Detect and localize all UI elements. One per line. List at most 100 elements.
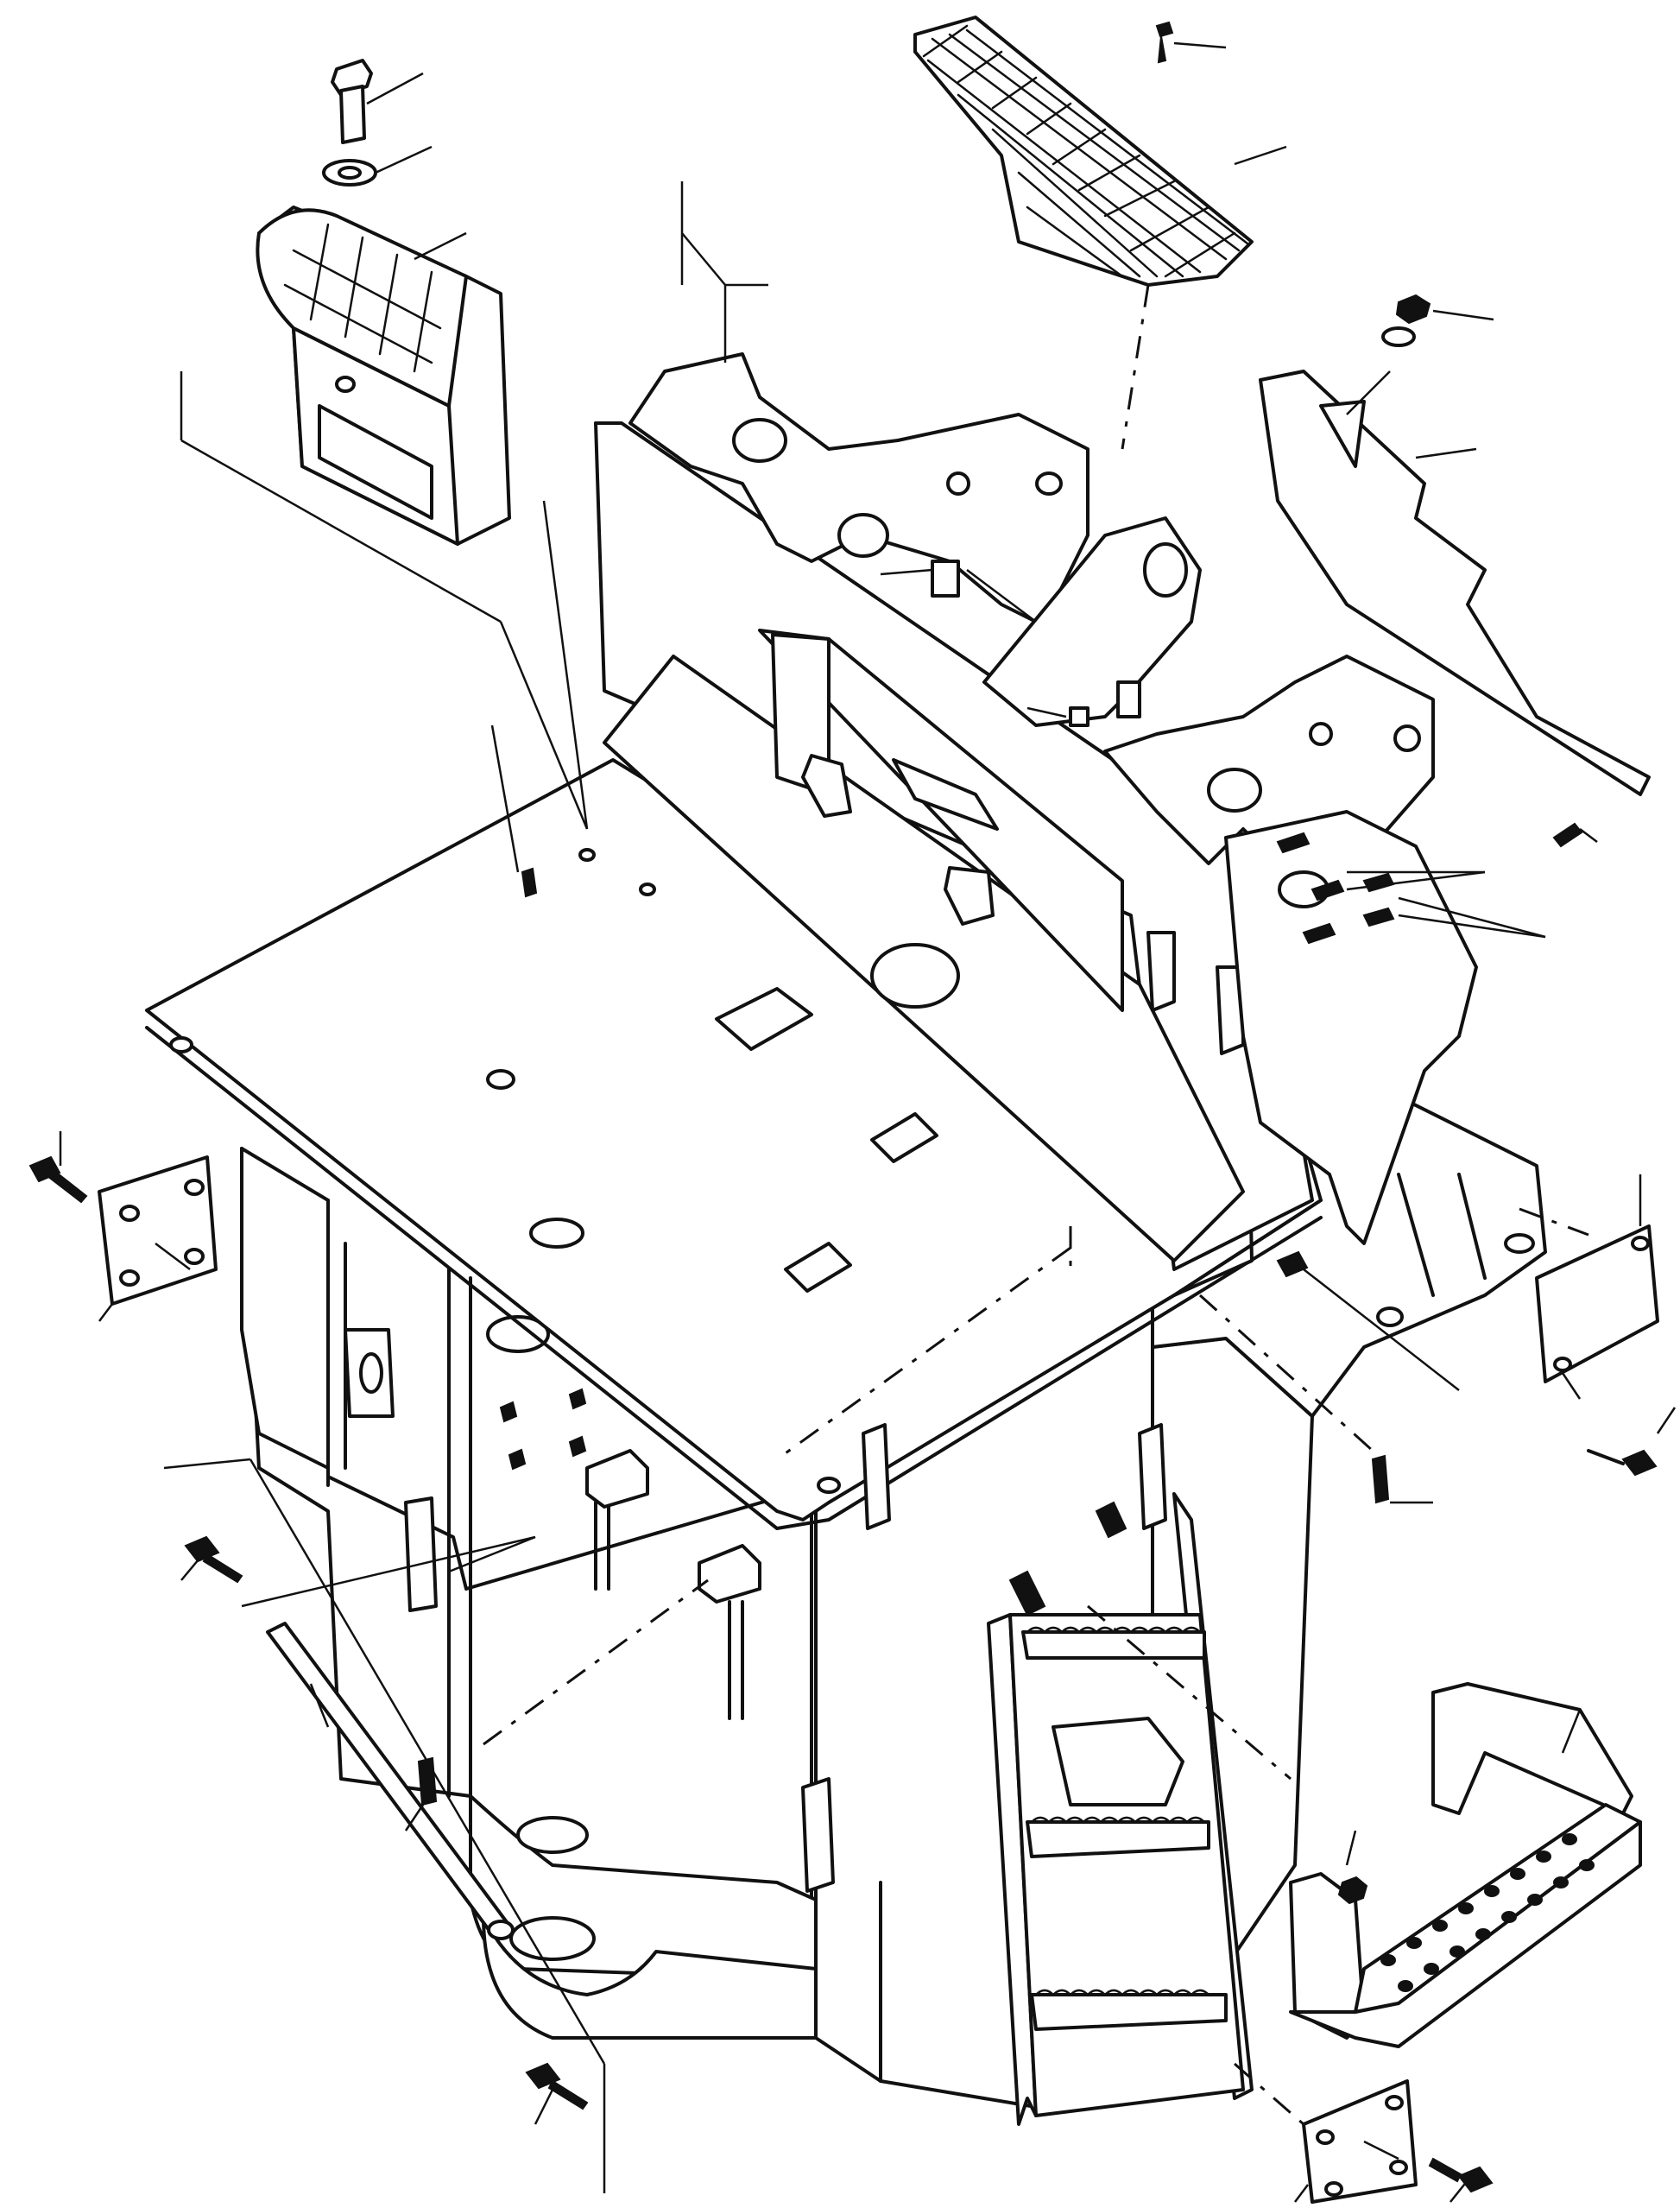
left-cover-assembly [28,1131,218,1322]
leader-grating [1234,145,1287,166]
leader-hood-bracket [414,231,467,261]
leader-bottom-cover [1294,2184,1309,2203]
leader-block [880,568,933,576]
lower-frame-dash [483,1578,709,1746]
bulkhead-clip-2 [944,866,995,926]
right-plate-dash [1519,1207,1589,1237]
hood-bracket-box [318,404,433,520]
leader-foot-nut [1345,1830,1357,1866]
deck-slot-3 [784,1242,852,1293]
deck-stud [521,867,538,898]
bottom-cover-hole-2 [1385,2095,1404,2110]
frame-left-bracket [240,1147,330,1470]
frame-spring [1095,1501,1127,1539]
leader-pin-bolt-1 [180,1553,204,1581]
ladder-body [1008,1613,1245,2117]
leader-bottom-bolt [1449,2180,1468,2203]
bulkhead-clip-1 [801,754,852,818]
right-cover-bolt [1621,1449,1658,1477]
deck-hole-2 [486,1069,515,1090]
stopper-post-1 [594,1501,610,1591]
bracket-stud-5 [1362,907,1395,927]
bulkhead-rail [892,758,999,831]
frame-lug-hole-3 [486,1315,550,1353]
leader-bottom-cover-2 [1363,2140,1399,2161]
frame-latch [801,1777,835,1893]
ladder-inner-bracket [1052,1717,1184,1806]
stopper-block-1 [585,1449,649,1509]
bulkhead [594,421,1323,1297]
lower-dash [1198,1294,1374,1452]
leader-left-cover [98,1303,113,1322]
leader-side-washer [1346,370,1391,415]
grating-cross [922,24,1236,278]
grating-lines [926,28,1249,278]
leader-center-1 [241,1535,536,1608]
frame-lug-hole-1 [509,1916,596,1961]
foot-step [1087,1604,1642,2048]
left-cover-hole-3 [119,1269,140,1287]
side-nut [1395,294,1431,325]
leader-side-stud [1579,828,1598,843]
boom-bracket-right-hole-1 [1207,768,1262,813]
leader-deck-d [542,500,589,830]
side-stud-bottom [1276,1250,1309,1278]
leader-block-3 [1026,706,1067,718]
right-cover-assembly [1519,1174,1677,1477]
frame-spring-2 [1008,1570,1046,1616]
bracket-stud-1 [1276,832,1311,854]
hood-bracket [256,206,511,546]
leader-foot-step [1561,1709,1582,1754]
bracket-stud-3 [1311,879,1345,902]
foot-step-tread [1354,1803,1642,2014]
left-cover-plate [98,1155,218,1306]
deck-plate-edge [145,1026,1323,1530]
frame-side-clip-2 [862,1423,891,1530]
step-ladder [987,1492,1254,2126]
leader-side-cover [1415,447,1477,459]
leader-deck-e [490,724,520,873]
side-washer [1381,326,1416,347]
ladder-teeth [1026,1626,1210,1996]
foot-step-nut [1337,1876,1368,1905]
bulkhead-clip-3 [1146,931,1176,1012]
leader-stud-c [1398,914,1546,939]
boom-bracket-hole-3 [946,471,970,496]
deck-hole-4 [639,883,656,896]
leader-grating-bolt [1173,41,1227,49]
leader-center-2 [448,1535,536,1573]
bottom-cover-hole-3 [1324,2181,1343,2197]
lower-frame-stud [417,1756,438,1806]
foot-step-dash [1087,1604,1292,1781]
bottom-cover-dash [1234,2062,1304,2126]
deck-hole-corner-2 [817,1477,841,1494]
frame-lug-hole-2 [516,1816,589,1854]
boom-bracket-right-hole-3 [1393,724,1421,752]
hood-bracket-grid [283,223,442,373]
frame-right-hole-2 [1376,1306,1404,1327]
right-cover-bolt-shank [1587,1449,1625,1465]
bottom-cover-hole-4 [1389,2160,1408,2175]
frame-lower-lug-front [482,1915,818,2040]
hood-bolt-assembly [322,59,467,261]
leader-right-bolt [1656,1407,1677,1434]
leader-pin-rod [309,1683,330,1728]
boom-small-block-1 [931,560,960,598]
bottom-cover-assembly [1234,2062,1494,2204]
foot-step-front [1289,1820,1642,2048]
boom-small-block-3 [1069,706,1089,727]
stopper-post-2 [728,1600,744,1720]
leader-hood-bolt [366,72,424,105]
boom-bracket-hole-1 [732,418,787,463]
leader-side-nut [1432,309,1494,321]
stopper-block-2 [698,1544,761,1604]
leader-deck-b [180,439,502,623]
bottom-cover-plate [1302,2079,1418,2204]
leader-stud-d [1398,896,1546,939]
pin-bolt-2 [525,2062,589,2110]
leader-right-cover-2 [1561,1372,1582,1400]
leader-pin-bolt-2 [534,2089,554,2125]
leader-deck-c [499,621,589,830]
boom-brackets [628,352,1478,1245]
